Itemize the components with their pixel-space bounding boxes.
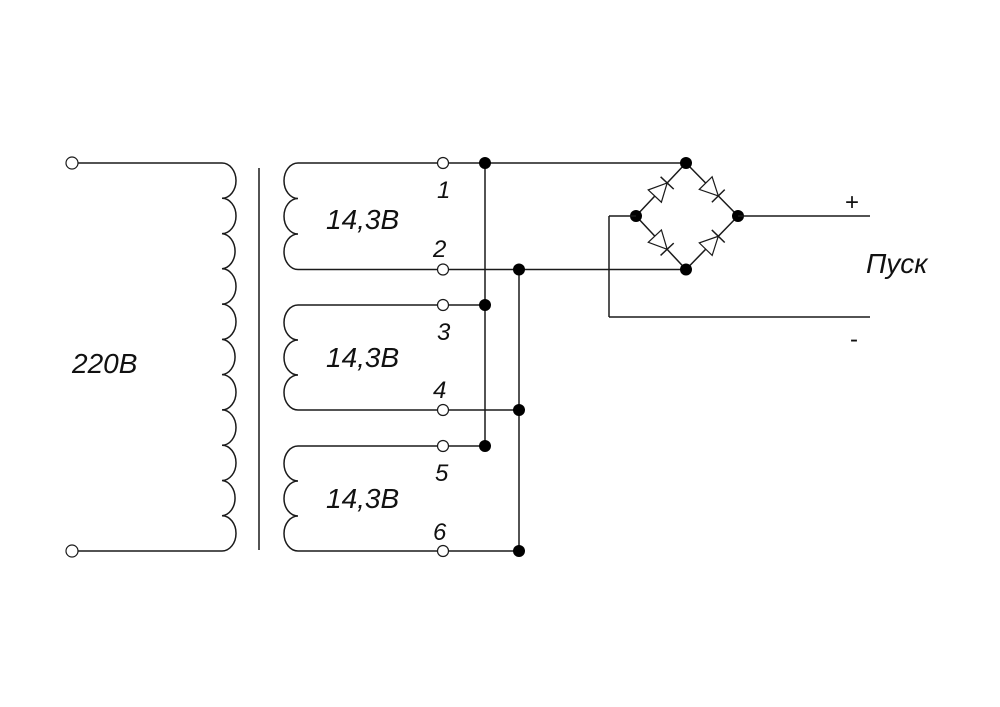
terminal-pin-1	[436, 156, 450, 170]
junction-dot	[513, 263, 525, 276]
diode-bridge	[630, 157, 744, 276]
secondary-coil-1	[283, 162, 299, 271]
primary-terminal-top	[65, 156, 79, 170]
diode-symbol	[698, 175, 726, 203]
primary-winding: 220В	[65, 156, 237, 558]
pin-label-4: 4	[433, 377, 446, 404]
junction-dot	[479, 440, 491, 452]
secondary-coil-3	[283, 445, 299, 552]
output: + - Пуск	[608, 189, 929, 353]
terminal-pin-5	[436, 439, 450, 453]
terminal-pin-6	[436, 544, 450, 558]
parallel-bus	[448, 157, 686, 557]
secondary-winding-2: 14,3В 3 4	[283, 298, 451, 417]
pin-label-3: 3	[437, 319, 451, 346]
secondary-1-voltage-label: 14,3В	[326, 204, 399, 235]
primary-terminal-bottom	[65, 544, 79, 558]
secondary-coil-2	[283, 304, 299, 411]
secondary-3-voltage-label: 14,3В	[326, 483, 399, 514]
terminal-pin-2	[436, 263, 450, 276]
pin-label-5: 5	[435, 460, 449, 487]
junction-dot	[680, 263, 692, 276]
primary-voltage-label: 220В	[71, 348, 137, 379]
diode-symbol	[647, 176, 675, 204]
terminal-pin-4	[436, 403, 450, 417]
diode-symbol	[698, 229, 726, 257]
plus-sign: +	[845, 189, 859, 216]
junction-dot	[513, 404, 525, 416]
output-label: Пуск	[866, 248, 929, 279]
terminal-pin-3	[436, 298, 450, 312]
secondary-winding-1: 14,3В 1 2	[283, 156, 450, 276]
junction-dot	[479, 157, 491, 169]
secondary-winding-3: 14,3В 5 6	[283, 439, 450, 558]
secondary-2-voltage-label: 14,3В	[326, 342, 399, 373]
pin-label-6: 6	[433, 519, 447, 546]
junction-dot	[680, 157, 692, 169]
minus-sign: -	[850, 326, 858, 353]
junction-dot	[479, 299, 491, 311]
pin-label-1: 1	[437, 177, 450, 204]
junction-dot	[513, 545, 525, 557]
diode-symbol	[647, 228, 675, 256]
primary-coil	[221, 162, 237, 552]
pin-label-2: 2	[432, 236, 446, 263]
